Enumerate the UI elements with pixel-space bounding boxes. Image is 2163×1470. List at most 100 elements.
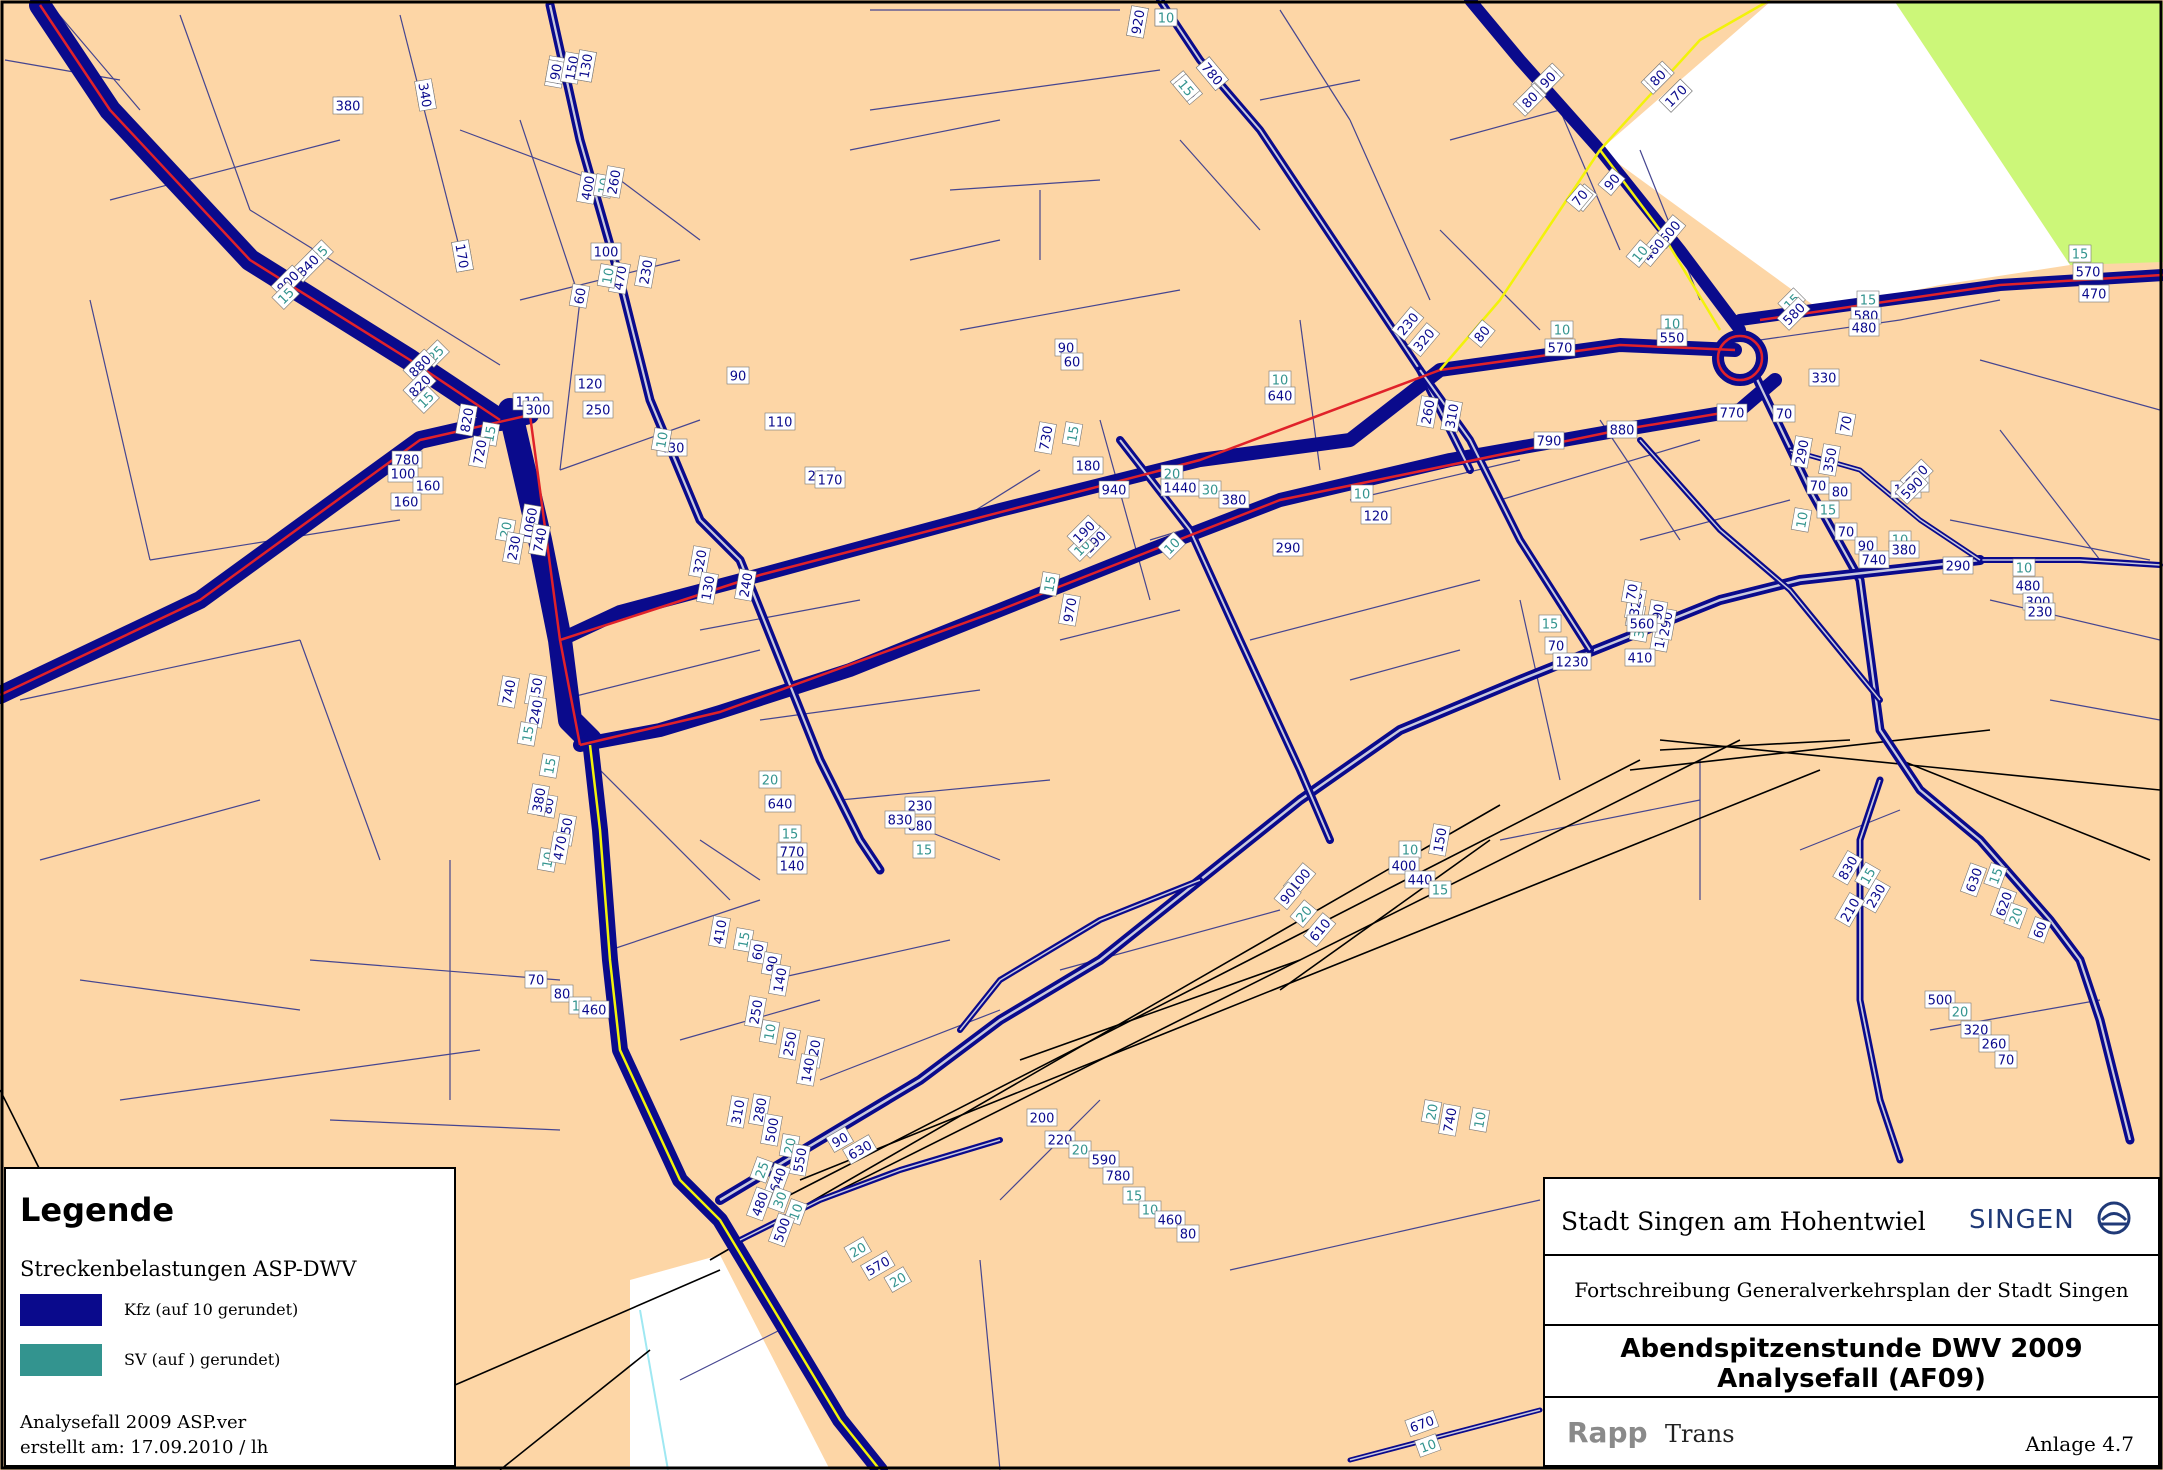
volume-labels: 6080370102302809020028040028024033013040… (270, 5, 2110, 1458)
volume-label: 90 (544, 59, 567, 85)
volume-label: 10 (650, 427, 673, 453)
volume-label: 120 (574, 374, 606, 393)
volume-label-box (1273, 881, 1302, 910)
volume-label-text: 500 (763, 1117, 782, 1144)
volume-label: 790 (1533, 431, 1565, 450)
volume-label-text: 20 (848, 1240, 870, 1261)
volume-label-text: 380 (1892, 544, 1917, 559)
volume-label-text: 820 (458, 407, 477, 434)
minor-street (869, 69, 1161, 111)
minor-street (1499, 799, 1701, 841)
volume-label-box (814, 470, 846, 489)
volume-label: 70 (1994, 1050, 2018, 1069)
volume-label-text: 20 (762, 774, 779, 789)
volume-label-box (1565, 183, 1594, 212)
volume-label: 15 (1061, 421, 1084, 447)
volume-label-box (1888, 540, 1920, 559)
railway-line (1659, 739, 2161, 791)
minor-street (619, 179, 701, 241)
minor-street (1059, 609, 1181, 641)
title-block: Stadt Singen am Hohentwiel SINGEN Fortsc… (1543, 1177, 2160, 1467)
legend-label-kfz: Kfz (auf 10 gerundet) (124, 1300, 299, 1319)
volume-label-text: 20 (1072, 1144, 1089, 1159)
volume-label: 250 (778, 1027, 801, 1061)
volume-label: 380 (527, 783, 550, 817)
volume-label-text: 740 (500, 679, 519, 706)
minor-street (909, 239, 1001, 261)
red-overlay (0, 413, 531, 697)
volume-label-box (1597, 167, 1626, 196)
volume-label-text: 70 (1998, 1054, 2015, 1069)
volume-label-box (1172, 73, 1201, 102)
volume-label: 20 (1420, 1099, 1443, 1125)
legend-swatch-kfz (20, 1294, 102, 1326)
volume-label-box (1272, 538, 1304, 557)
volume-label: 380 (1888, 540, 1920, 559)
volume-label-box (778, 1027, 801, 1061)
volume-label: 100 (387, 464, 419, 483)
volume-label-box (1058, 593, 1081, 627)
volume-label-text: 15 (520, 725, 538, 744)
volume-label-box (1154, 8, 1178, 27)
volume-label-box (1195, 56, 1229, 92)
volume-label-text: 100 (391, 468, 416, 483)
volume-label: 10 (2012, 558, 2036, 577)
volume-label: 320 (688, 545, 711, 579)
minor-street (1999, 429, 2101, 561)
volume-label-text: 330 (1812, 372, 1837, 387)
railway-line (1629, 729, 1991, 771)
volume-label-text: 110 (768, 416, 793, 431)
volume-label-text: 150 (1431, 827, 1450, 854)
volume-label-text: 780 (1106, 1170, 1131, 1185)
volume-label-box (1066, 514, 1101, 549)
volume-label-box (788, 1143, 811, 1177)
volume-label-box (1860, 878, 1891, 914)
volume-label-box (596, 263, 619, 289)
minor-street (1259, 79, 1361, 101)
volume-label-text: 640 (1268, 390, 1293, 405)
volume-label-box (758, 770, 782, 789)
volume-label-box (1416, 395, 1439, 429)
volume-label-box (1407, 322, 1441, 358)
volume-label-text: 15 (782, 828, 799, 843)
volume-label-box (1808, 368, 1840, 387)
volume-label-text: 830 (888, 814, 913, 829)
volume-label: 130 (696, 571, 719, 605)
minor-street (1599, 419, 1681, 541)
volume-label-box (1122, 1186, 1146, 1205)
minor-street (1499, 439, 1701, 501)
volume-label: 330 (1808, 368, 1840, 387)
volume-label-box (2068, 244, 2092, 263)
volume-label-box (1264, 386, 1296, 405)
volume-label: 80 (1828, 482, 1852, 501)
volume-label: 160 (390, 492, 422, 511)
volume-label: 470 (2078, 284, 2110, 303)
volume-label: 590 (1088, 1150, 1120, 1169)
volume-label-box (912, 840, 936, 859)
volume-label: 20 (1948, 1002, 1972, 1021)
volume-label-text: 790 (1537, 435, 1562, 450)
volume-label-text: 30 (1202, 484, 1219, 499)
volume-label-box (1533, 431, 1565, 450)
volume-label: 15 (1856, 290, 1880, 309)
title-company-row: Rapp Trans Anlage 4.7 (1545, 1398, 2158, 1467)
minor-street (589, 759, 731, 901)
volume-label-box (1068, 1140, 1092, 1159)
volume-label: 60 (746, 939, 769, 965)
minor-street (1229, 1199, 1541, 1271)
volume-label-box (1157, 531, 1186, 560)
volume-label: 640 (1264, 386, 1296, 405)
volume-label-box (1626, 614, 1658, 633)
volume-label: 15 (778, 824, 802, 843)
volume-label-box (734, 568, 757, 602)
volume-label: 570 (2072, 262, 2104, 281)
volume-label-text: 80 (1832, 486, 1849, 501)
volume-label-box (548, 831, 571, 865)
volume-label-text: 70 (1838, 415, 1856, 434)
volume-label: 20 (843, 1236, 872, 1263)
volume-label-text: 1230 (1555, 656, 1588, 671)
volume-label: 260 (1416, 395, 1439, 429)
minor-street (979, 1259, 1001, 1470)
volume-label-box (568, 283, 591, 309)
road-centerline (1639, 439, 1881, 701)
